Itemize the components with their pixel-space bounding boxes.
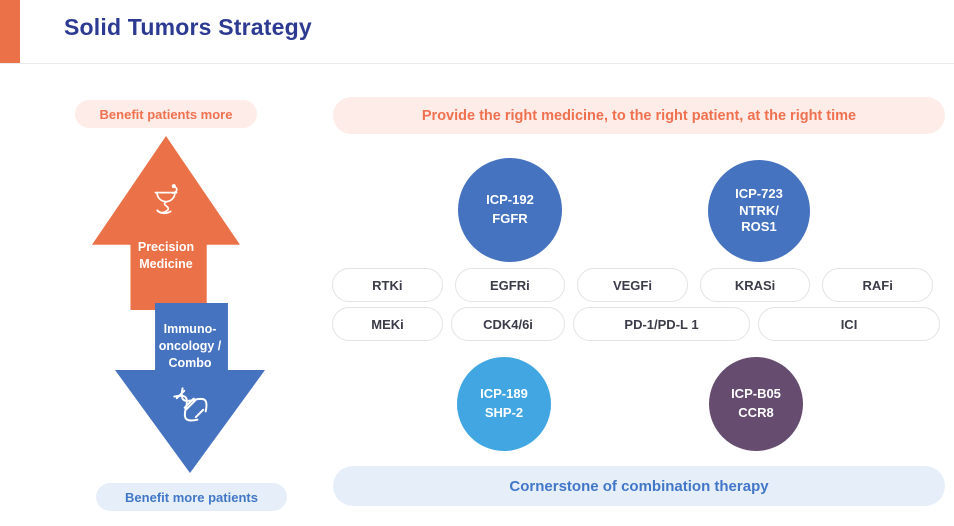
immuno-oncology-label: Immuno- oncology / Combo: [158, 322, 222, 370]
program-name: ICP-192: [486, 192, 534, 208]
target-pill-rtki: RTKi: [332, 268, 443, 302]
slide-header: Solid Tumors Strategy: [0, 0, 954, 64]
target-pill-krasi: KRASi: [699, 268, 811, 302]
page-title: Solid Tumors Strategy: [64, 14, 312, 40]
program-target: CCR8: [738, 405, 774, 420]
target-pill-meki: MEKi: [332, 307, 443, 341]
program-target: ROS1: [741, 219, 777, 235]
target-pill-cdk46i: CDK4/6i: [451, 307, 565, 341]
immuno-oncology-arrow: Immuno- oncology / Combo: [115, 303, 265, 473]
target-pill-row-1: RTKi EGFRi VEGFi KRASi RAFi: [332, 268, 933, 302]
target-pill-row-2: MEKi CDK4/6i PD-1/PD-L 1 ICI: [332, 307, 940, 341]
dna-icon: [173, 387, 208, 422]
benefit-patients-more-label: Benefit patients more: [75, 100, 257, 128]
target-pill-egfri: EGFRi: [454, 268, 566, 302]
combination-therapy-banner: Cornerstone of combination therapy: [333, 466, 945, 506]
title-accent-bar: [0, 0, 20, 63]
target-pill-rafi: RAFi: [822, 268, 933, 302]
program-circle-icp-723: ICP-723 NTRK/ ROS1: [708, 160, 810, 262]
program-target: FGFR: [492, 211, 528, 226]
program-circle-icp-189: ICP-189 SHP-2: [457, 357, 551, 451]
pharmacy-bowl-icon: [154, 184, 178, 215]
precision-medicine-label: Precision Medicine: [137, 240, 195, 271]
target-pill-ici: ICI: [758, 307, 940, 341]
benefit-more-patients-label: Benefit more patients: [96, 483, 287, 511]
program-name: ICP-189: [480, 386, 528, 402]
target-pill-vegfi: VEGFi: [577, 268, 688, 302]
precision-medicine-arrow: Precision Medicine: [92, 136, 240, 310]
program-name: ICP-723: [735, 185, 783, 201]
right-medicine-banner: Provide the right medicine, to the right…: [333, 97, 945, 134]
program-target: NTRK/: [739, 202, 779, 218]
program-circle-icp-192: ICP-192 FGFR: [458, 158, 562, 262]
program-circle-icp-b05: ICP-B05 CCR8: [709, 357, 803, 451]
program-target: SHP-2: [484, 405, 524, 420]
program-name: ICP-B05: [731, 386, 781, 402]
target-pill-pd1-pdl1: PD-1/PD-L 1: [573, 307, 750, 341]
